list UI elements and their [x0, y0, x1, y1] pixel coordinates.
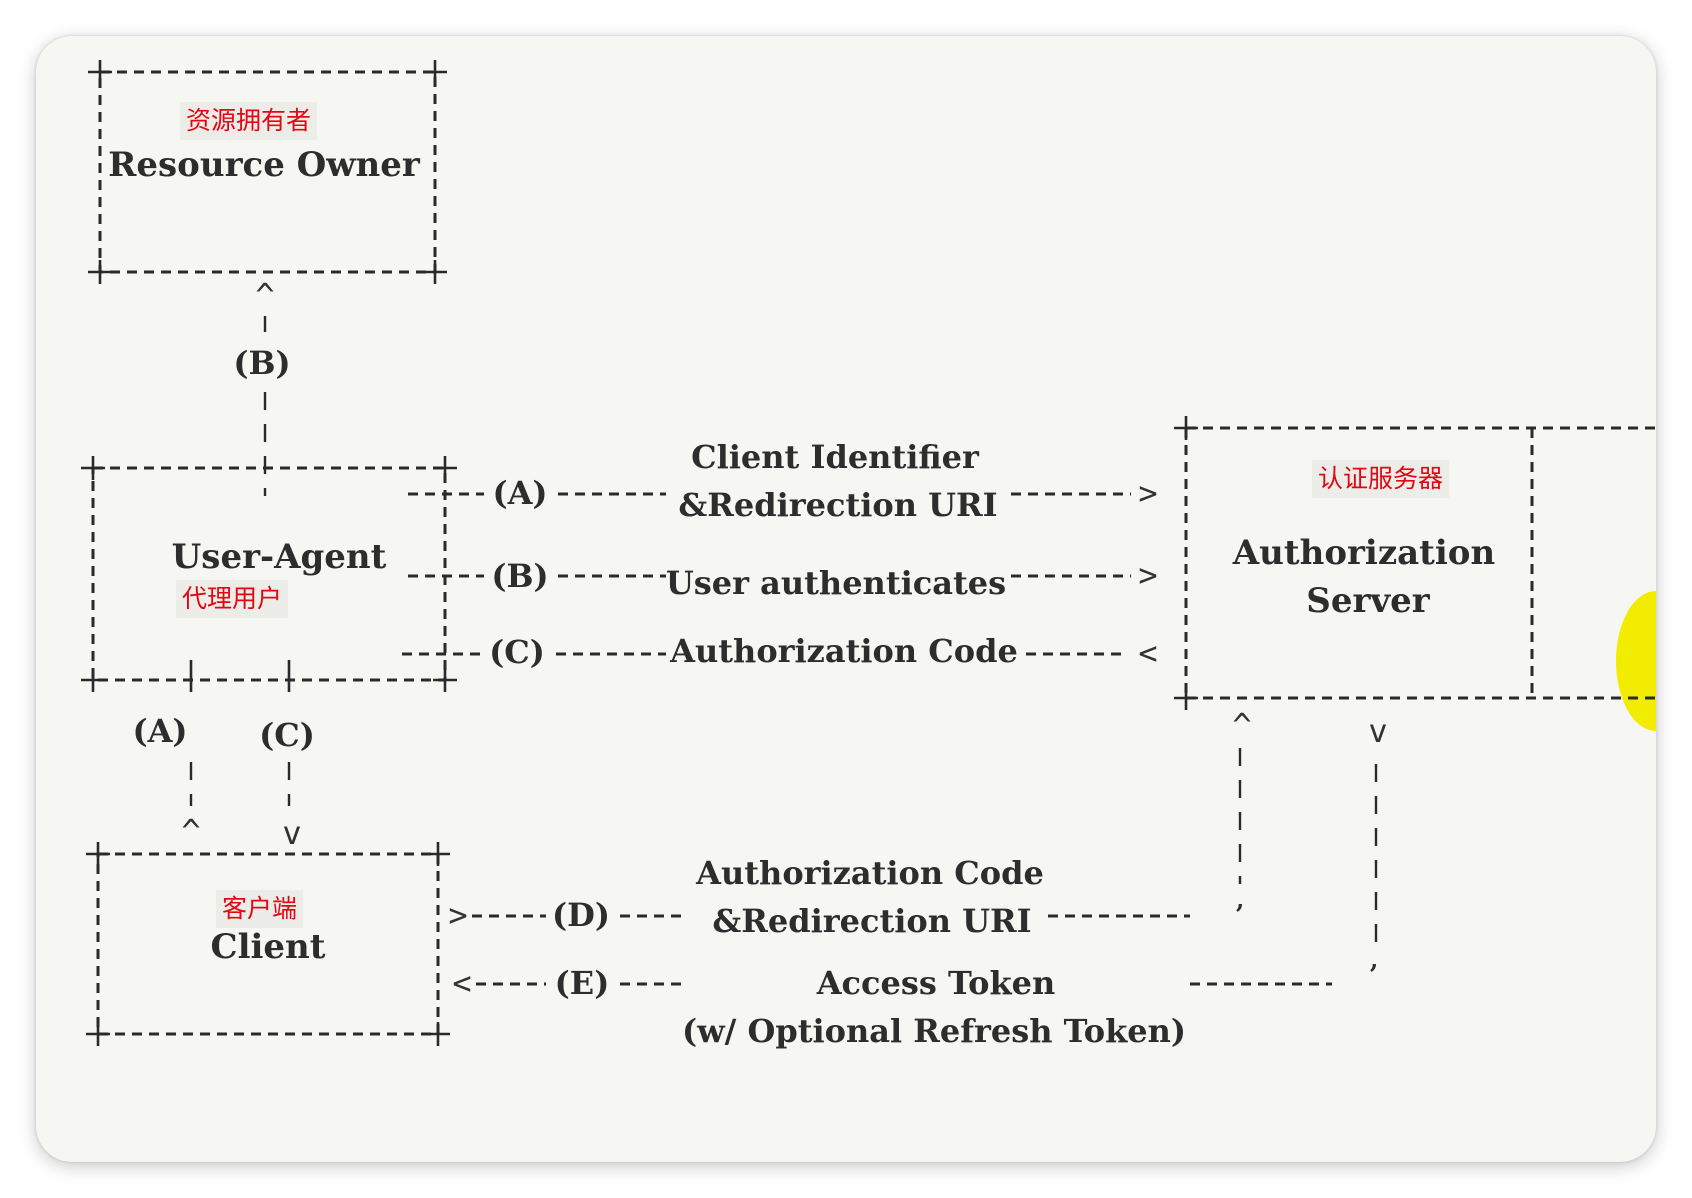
flow-a-c-vertical: (A) (C) ^ v: [132, 712, 314, 852]
flow-b-label: (B): [491, 557, 548, 595]
flow-c-horizontal: (C) Authorization Code <: [402, 632, 1158, 672]
diagram-card: Resource Owner ^ (B) User-Agent (A) (C): [36, 36, 1656, 1162]
oauth-flow-diagram: Resource Owner ^ (B) User-Agent (A) (C): [81, 60, 1656, 1050]
arrow-right-icon: >: [1138, 556, 1157, 594]
flow-d-e-vertical: ^ , v ,: [1232, 706, 1387, 974]
arrow-left-icon: <: [452, 964, 471, 1002]
authorization-server-chinese-label: 认证服务器: [1312, 460, 1450, 498]
arrow-left-icon: <: [1138, 634, 1157, 672]
flow-a-horizontal: (A) Client Identifier &Redirection URI >: [408, 438, 1158, 524]
flow-a-text-line1: Client Identifier: [691, 438, 980, 476]
arrow-up-icon: ^: [1232, 706, 1251, 744]
flow-a-label: (A): [492, 474, 547, 512]
user-agent-chinese-label: 代理用户: [176, 580, 289, 618]
flow-e-text-line1: Access Token: [816, 964, 1056, 1002]
apostrophe-mark: ,: [1236, 885, 1244, 914]
flow-e-text-line2: (w/ Optional Refresh Token): [682, 1012, 1186, 1050]
flow-d-horizontal: > (D) Authorization Code &Redirection UR…: [448, 854, 1190, 940]
client-label: Client: [211, 927, 326, 967]
arrow-right-icon: >: [448, 896, 467, 934]
resource-owner-label: Resource Owner: [108, 145, 421, 185]
flow-c-left-label: (C): [259, 716, 315, 754]
flow-b-text: User authenticates: [666, 564, 1006, 602]
arrow-down-icon: v: [282, 814, 301, 852]
flow-b-horizontal: (B) User authenticates >: [408, 556, 1158, 602]
arrow-right-icon: >: [1138, 474, 1157, 512]
flow-a-left-label: (A): [132, 712, 187, 750]
flow-e-label: (E): [555, 964, 610, 1002]
authorization-server-label-line1: Authorization: [1232, 533, 1495, 573]
flow-d-label: (D): [552, 896, 610, 934]
flow-d-text-line2: &Redirection URI: [712, 902, 1031, 940]
flow-d-text-line1: Authorization Code: [695, 854, 1044, 892]
client-box: Client: [86, 842, 450, 1046]
authorization-server-label-line2: Server: [1306, 581, 1430, 621]
flow-a-text-line2: &Redirection URI: [678, 486, 997, 524]
user-agent-box: User-Agent: [81, 456, 457, 692]
user-agent-label: User-Agent: [172, 537, 387, 577]
flow-b-vertical: ^ (B): [233, 276, 291, 496]
authorization-server-box: Authorization Server: [1174, 416, 1656, 710]
flow-c-label: (C): [489, 633, 545, 671]
flow-e-horizontal: < (E) Access Token (w/ Optional Refresh …: [452, 964, 1332, 1050]
resource-owner-chinese-label: 资源拥有者: [180, 102, 318, 140]
arrow-up-icon: ^: [255, 276, 274, 314]
arrow-down-icon: v: [1368, 712, 1387, 750]
client-chinese-label: 客户端: [216, 890, 304, 928]
flow-b-up-label: (B): [233, 344, 290, 382]
resource-owner-box: Resource Owner: [88, 60, 447, 284]
flow-c-text: Authorization Code: [669, 632, 1018, 670]
arrow-up-small-icon: ^: [181, 812, 200, 850]
apostrophe-mark: ,: [1370, 945, 1378, 974]
